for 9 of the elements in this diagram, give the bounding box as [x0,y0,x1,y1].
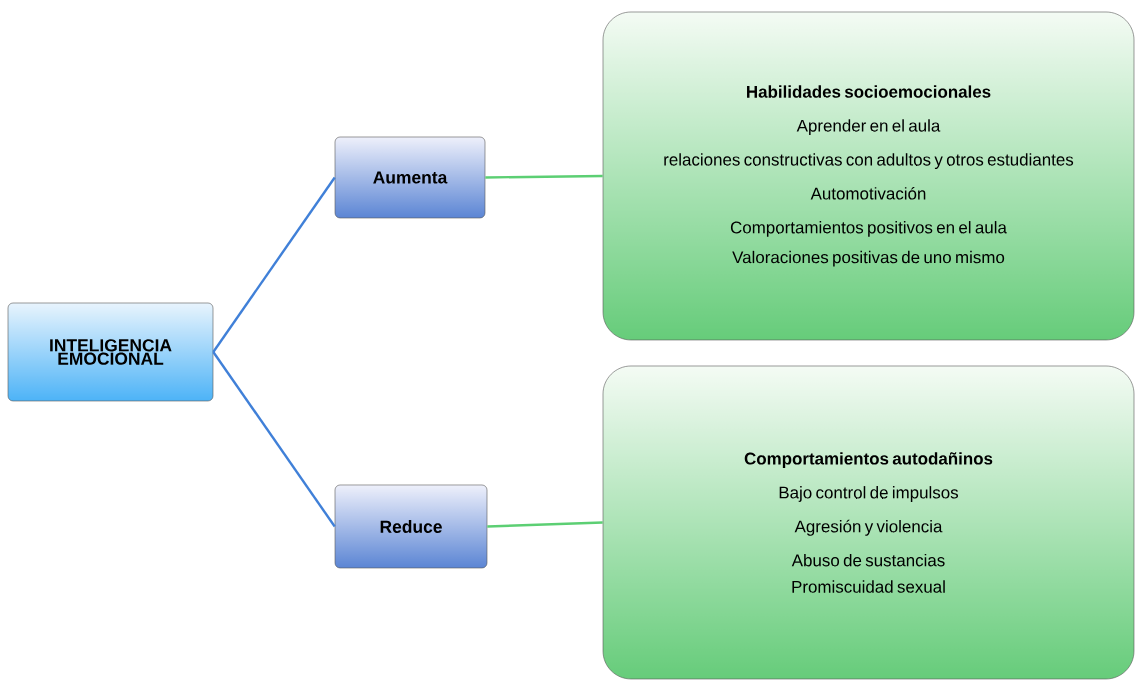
list-box: Habilidades socioemocionales Aprender en el aula relaciones constructivas con adultos y otros estudiantes Automotivación Comportamientos positivos en el aula Valoraciones positivas de uno mismo [602,11,1135,341]
topic-box: INTELIGENCIA EMOCIONAL [7,302,214,402]
branch-box: Reduce [334,484,488,569]
branch-box: Aumenta [334,136,486,219]
connector-line [485,174,603,179]
connector-line [487,521,603,528]
list-box: Comportamientos autodañinos Bajo control de impulsos Agresión y violencia Abuso de sustancias Promiscuidad sexual [602,365,1135,680]
connector-line [212,176,336,353]
connector-line [212,351,336,528]
